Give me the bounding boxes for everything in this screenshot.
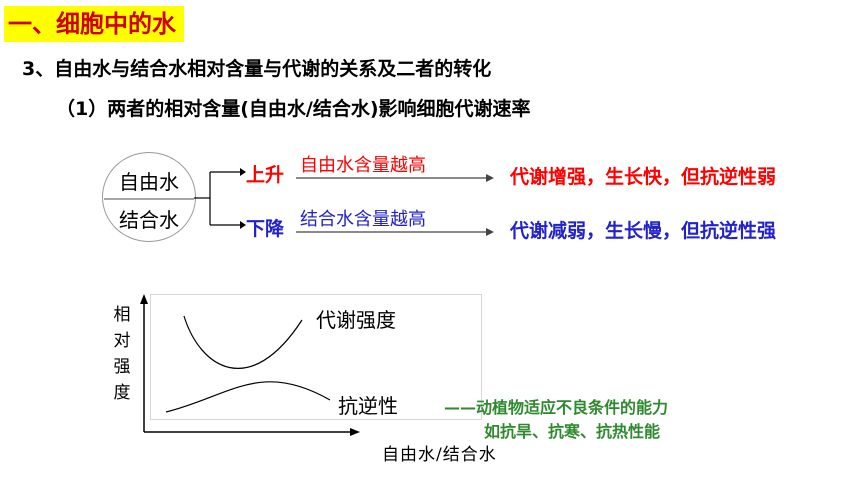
condition-arrow-1-head — [486, 174, 494, 182]
condition-bound-water: 结合水含量越高 — [300, 209, 426, 230]
status-fall: 下降 — [246, 218, 285, 240]
resistance-definition: ——动植物适应不良条件的能力 — [444, 398, 669, 417]
x-axis-label: 自由水/结合水 — [382, 445, 497, 465]
ratio-oval — [102, 152, 196, 242]
result-metabolism-down: 代谢减弱，生长慢，但抗逆性强 — [510, 220, 777, 242]
ratio-denominator: 结合水 — [119, 208, 179, 232]
result-metabolism-up: 代谢增强，生长快，但抗逆性弱 — [510, 166, 777, 188]
arrow-up-head — [240, 168, 246, 176]
y-axis-label: 相对强度 — [113, 305, 131, 403]
resistance-curve-label: 抗逆性 — [338, 394, 398, 418]
ratio-numerator: 自由水 — [119, 170, 179, 194]
metabolism-curve — [183, 315, 303, 369]
status-rise: 上升 — [246, 164, 285, 186]
metabolism-curve-label: 代谢强度 — [316, 308, 396, 332]
resistance-curve — [165, 381, 331, 413]
graph-box — [150, 294, 482, 420]
x-axis-arrow — [350, 428, 360, 436]
subtopic-heading: （1）两者的相对含量(自由水/结合水)影响细胞代谢速率 — [56, 98, 531, 120]
section-title: 一、细胞中的水 — [4, 6, 184, 42]
y-axis-arrow — [140, 294, 148, 304]
condition-free-water: 自由水含量越高 — [300, 155, 426, 176]
resistance-examples: 如抗旱、抗寒、抗热性能 — [484, 422, 661, 441]
topic-heading: 3、自由水与结合水相对含量与代谢的关系及二者的转化 — [22, 58, 492, 80]
arrow-down-head — [240, 221, 246, 229]
condition-arrow-2-head — [486, 228, 494, 236]
